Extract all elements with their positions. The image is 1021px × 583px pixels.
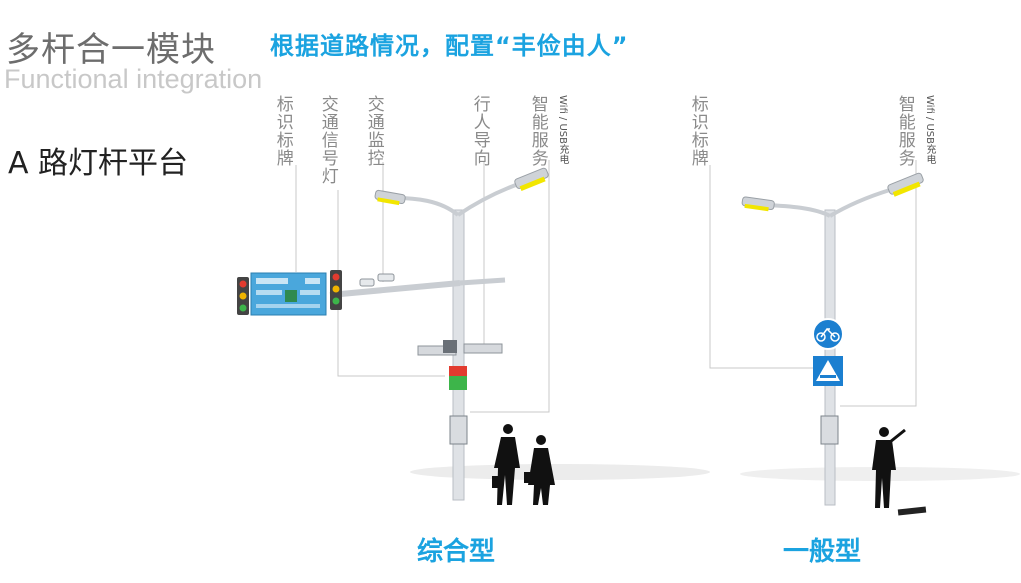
label-wifi-usb-2: Wifi / USB充电: [924, 95, 935, 164]
people-silhouette-left: [492, 424, 555, 505]
right-pole: [741, 172, 927, 516]
label-sign-2: 标识标牌: [687, 95, 708, 167]
section-title: A 路灯杆平台: [8, 146, 189, 181]
label-smart-service-2: 智能服务: [894, 95, 915, 167]
camera-1: [359, 278, 375, 287]
lamp-head-right-2: [887, 172, 924, 197]
pedestrian-direction-signs: [417, 340, 503, 356]
smart-service-box: [449, 415, 468, 445]
label-pedestrian-guide: 行人导向: [469, 95, 490, 167]
label-sign: 标识标牌: [272, 95, 293, 167]
lamp-head-left: [374, 189, 406, 206]
page-title: 多杆合一模块: [6, 30, 216, 70]
ground-shadow-left: [410, 464, 710, 480]
lamp-head-right: [514, 167, 549, 191]
type-label-comprehensive: 综合型: [417, 537, 496, 567]
lamp-head-left-2: [741, 196, 775, 212]
traffic-light-1: [237, 277, 249, 315]
page-subtitle: Functional integration: [4, 64, 263, 94]
person-silhouette-right: [872, 427, 927, 516]
smart-service-box-2: [820, 415, 839, 445]
label-wifi-usb: Wifi / USB充电: [557, 95, 568, 164]
crosswalk-sign: [813, 356, 843, 386]
traffic-light-2: [330, 270, 342, 310]
pedestrian-signal: [449, 366, 467, 390]
label-traffic-monitor: 交通监控: [363, 95, 384, 167]
label-traffic-light: 交通信号灯: [317, 95, 338, 185]
headline: 根据道路情况，配置“丰俭由人”: [270, 32, 629, 60]
camera-2: [377, 273, 395, 282]
leader-lines-right: [709, 160, 917, 407]
label-smart-service: 智能服务: [527, 95, 548, 167]
leader-lines-left: [295, 160, 550, 413]
guide-sign: [250, 272, 327, 316]
left-pole: [237, 167, 555, 505]
type-label-general: 一般型: [783, 537, 862, 567]
bike-lane-sign: [812, 318, 844, 350]
